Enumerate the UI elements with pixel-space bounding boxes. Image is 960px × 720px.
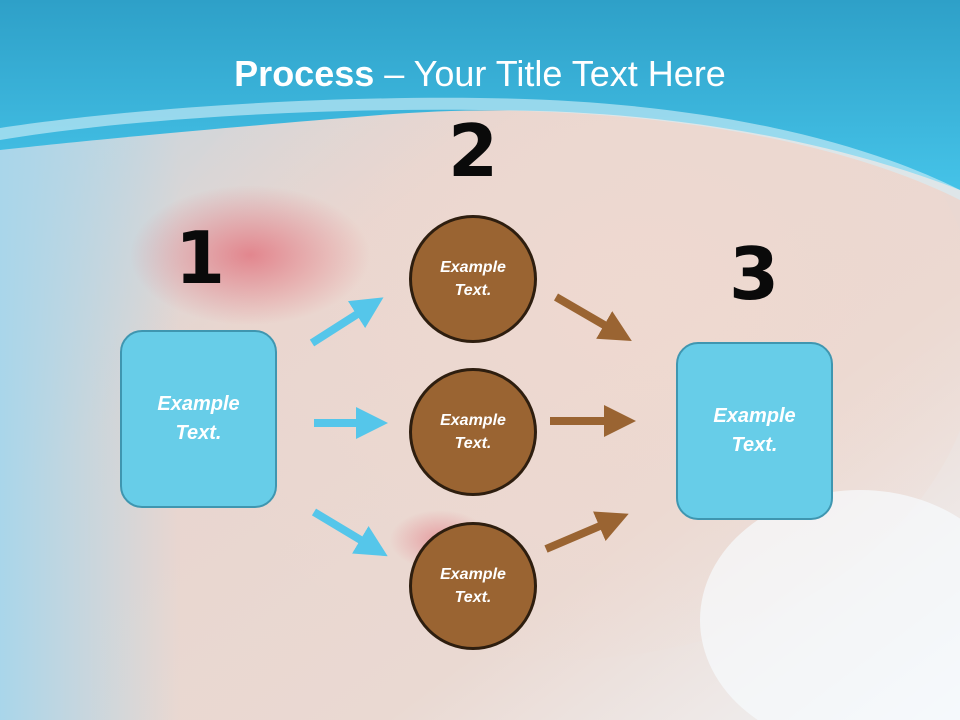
circle-middle-line1: Example [440,412,506,429]
title-bold: Process [234,53,375,94]
process-circle-top: Example Text. [409,215,537,343]
step-1-label-line1: Example [157,393,240,415]
process-circle-bottom: Example Text. [409,522,537,650]
step-1-box: Example Text. [120,330,277,508]
step-1-label-line2: Text. [175,422,222,444]
circle-middle-line2: Text. [454,435,492,452]
circle-bottom-line1: Example [440,566,506,583]
process-circle-middle: Example Text. [409,368,537,496]
circle-top-line1: Example [440,259,506,276]
circle-bottom-line2: Text. [454,589,492,606]
step-number-1: 1 [174,216,226,300]
circle-top-line2: Text. [454,282,492,299]
slide-title: Process – Your Title Text Here [0,52,960,96]
step-3-label-line2: Text. [731,434,778,456]
step-3-box: Example Text. [676,342,833,520]
step-3-label-line1: Example [713,405,796,427]
step-number-2: 2 [447,109,499,193]
title-rest: – Your Title Text Here [374,53,726,94]
step-number-3: 3 [728,232,780,316]
